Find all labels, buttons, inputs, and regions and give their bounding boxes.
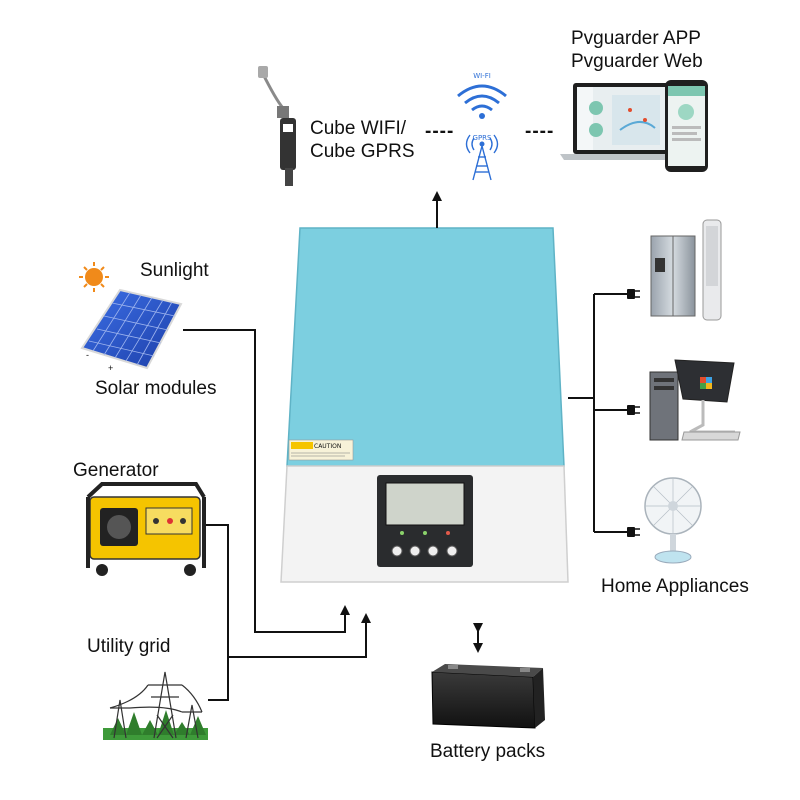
cloud-app-label: Pvguarder APP [571,28,701,49]
connection-lines [183,191,628,701]
utility-grid-label: Utility grid [87,636,171,657]
plugs [627,289,640,537]
generator-icon [86,482,206,576]
wifi-text: WI-FI [473,72,491,80]
caution-label: CAUTION [314,443,341,450]
panel-button-4[interactable] [446,545,458,557]
dashes-left: ---- [425,121,455,142]
battery-packs-label: Battery packs [430,741,546,762]
solar-panel-icon: - + [80,288,183,373]
svg-text:+: + [108,363,113,373]
battery-icon [431,664,545,729]
solar-line [183,329,350,633]
sunlight-label: Sunlight [140,260,209,281]
status-led-3 [446,531,450,535]
home-appliances-label: Home Appliances [601,576,749,597]
power-tower-icon [103,671,208,740]
generator-label: Generator [73,460,159,481]
laptop-icon [560,83,684,160]
tower-dot [479,141,485,147]
cube-dongle-icon [258,66,296,186]
inverter: CAUTION [280,227,569,583]
grid-line [208,657,229,701]
phone-icon [665,80,708,172]
gprs-text: GPRS [472,134,492,142]
sun-icon [79,262,109,292]
dashes-right: ---- [525,121,555,142]
status-led-2 [423,531,427,535]
inverter-top-panel [286,227,565,467]
fridge-icon [650,219,722,321]
panel-button-2[interactable] [409,545,421,557]
fan-icon [644,477,702,564]
cube-wifi-label: Cube WIFI/ [310,118,407,139]
panel-button-3[interactable] [427,545,439,557]
wifi-icon [457,84,507,112]
panel-button-1[interactable] [391,545,403,557]
computer-icon [649,359,741,441]
solar-modules-label: Solar modules [95,378,217,399]
cloud-web-label: Pvguarder Web [571,51,703,72]
status-led-1 [400,531,404,535]
wifi-dot [479,113,485,119]
lcd-screen [385,482,465,526]
cube-gprs-label: Cube GPRS [310,141,415,162]
svg-text:-: - [86,350,89,360]
